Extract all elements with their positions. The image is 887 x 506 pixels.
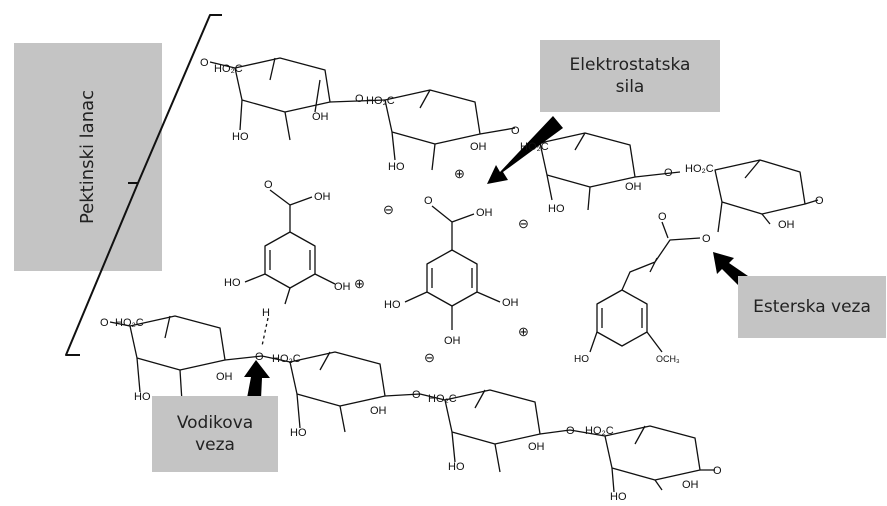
lower-o-4: O bbox=[566, 425, 575, 437]
hydrogen-bond-label-line1: Vodikova bbox=[176, 413, 254, 433]
upper-oh-3: OH bbox=[625, 181, 642, 193]
gallic-acid-center-ring bbox=[426, 249, 478, 307]
lower-oh-4: OH bbox=[682, 479, 699, 491]
charge-minus-1: ⊖ bbox=[383, 202, 394, 217]
upper-ho-3: HO bbox=[548, 203, 565, 215]
ester-bond-label-box: Esterska veza bbox=[738, 276, 886, 338]
gallic-center-oh-bottom: OH bbox=[444, 335, 461, 347]
lower-oh-2: OH bbox=[370, 405, 387, 417]
gallic-acid-left-ring bbox=[264, 231, 316, 289]
lower-ho-1: HO bbox=[134, 391, 151, 403]
lower-o-5: O bbox=[713, 465, 722, 477]
ferulic-ho: HO bbox=[574, 354, 589, 365]
upper-ring-3 bbox=[539, 132, 636, 188]
ferulic-bonds bbox=[589, 221, 701, 353]
lower-acid-3: HO₂C bbox=[428, 393, 457, 405]
lower-acid-1: HO₂C bbox=[115, 317, 144, 329]
lower-ho-3: HO bbox=[448, 461, 465, 473]
upper-o-4: O bbox=[664, 167, 673, 179]
electrostatic-label-line1: Elektrostatska bbox=[569, 55, 691, 75]
upper-oh-1: OH bbox=[312, 111, 329, 123]
hydrogen-bond-arrow bbox=[244, 360, 270, 399]
charge-plus-2: ⊕ bbox=[354, 276, 365, 291]
lower-acid-2: HO₂C bbox=[272, 353, 301, 365]
upper-ring-2 bbox=[384, 89, 481, 145]
gallic-center-cooh-oh: OH bbox=[476, 207, 493, 219]
hydrogen-bond-label-box: Vodikova veza bbox=[152, 396, 278, 472]
charge-plus-3: ⊕ bbox=[518, 324, 529, 339]
upper-ring-4 bbox=[714, 159, 806, 215]
lower-oh-1: OH bbox=[216, 371, 233, 383]
hydrogen-bond bbox=[261, 317, 269, 347]
upper-o-5: O bbox=[815, 195, 824, 207]
electrostatic-arrow bbox=[487, 116, 563, 184]
upper-acid-4: HO₂C bbox=[685, 163, 714, 175]
lower-o-3: O bbox=[412, 389, 421, 401]
gallic-center-oh-right: OH bbox=[502, 297, 519, 309]
upper-oh-2: OH bbox=[470, 141, 487, 153]
lower-ring-1 bbox=[129, 315, 226, 371]
upper-acid-1: HO₂C bbox=[214, 63, 243, 75]
upper-o-2: O bbox=[355, 93, 364, 105]
lower-ring-4 bbox=[604, 425, 701, 481]
upper-ho-2: HO bbox=[388, 161, 405, 173]
charge-plus-1: ⊕ bbox=[454, 166, 465, 181]
gallic-center-o: O bbox=[424, 195, 433, 207]
upper-o-1: O bbox=[200, 57, 209, 69]
ferulic-o: O bbox=[658, 211, 667, 223]
gallic-center-ho: HO bbox=[384, 299, 401, 311]
gallic-left-h: H bbox=[262, 307, 270, 319]
gallic-left-cooh-oh: OH bbox=[314, 191, 331, 203]
upper-ho-1: HO bbox=[232, 131, 249, 143]
charge-minus-2: ⊖ bbox=[518, 216, 529, 231]
pectin-chain-label-box: Pektinski lanac bbox=[14, 43, 162, 271]
hydrogen-bond-label-line2: veza bbox=[195, 435, 235, 455]
upper-oh-4: OH bbox=[778, 219, 795, 231]
upper-acid-3: HO₂C bbox=[520, 141, 549, 153]
charge-minus-3: ⊖ bbox=[424, 350, 435, 365]
gallic-left-ho: HO bbox=[224, 277, 241, 289]
upper-acid-2: HO₂C bbox=[366, 95, 395, 107]
lower-ring-3 bbox=[444, 389, 541, 445]
electrostatic-force-label-box: Elektrostatska sila bbox=[540, 40, 720, 112]
electrostatic-label-line2: sila bbox=[615, 77, 645, 97]
lower-ho-4: HO bbox=[610, 491, 627, 503]
lower-ho-2: HO bbox=[290, 427, 307, 439]
lower-ring-2 bbox=[289, 351, 386, 407]
upper-o-3: O bbox=[511, 125, 520, 137]
upper-links bbox=[209, 57, 819, 233]
lower-o-1: O bbox=[100, 317, 109, 329]
gallic-left-oh: OH bbox=[334, 281, 351, 293]
ferulic-ester-o: O bbox=[702, 233, 711, 245]
lower-oh-3: OH bbox=[528, 441, 545, 453]
gallic-acid-center-bonds bbox=[404, 205, 501, 330]
lower-o-2: O bbox=[255, 351, 264, 363]
lower-links bbox=[109, 315, 715, 493]
lower-acid-4: HO₂C bbox=[585, 425, 614, 437]
ferulic-och3: OCH₃ bbox=[656, 354, 680, 364]
pectin-chain-bracket bbox=[65, 14, 222, 356]
ferulic-ring bbox=[596, 289, 648, 347]
gallic-acid-left-bonds bbox=[244, 189, 336, 305]
ester-bond-label: Esterska veza bbox=[753, 297, 871, 317]
gallic-left-o: O bbox=[264, 179, 273, 191]
